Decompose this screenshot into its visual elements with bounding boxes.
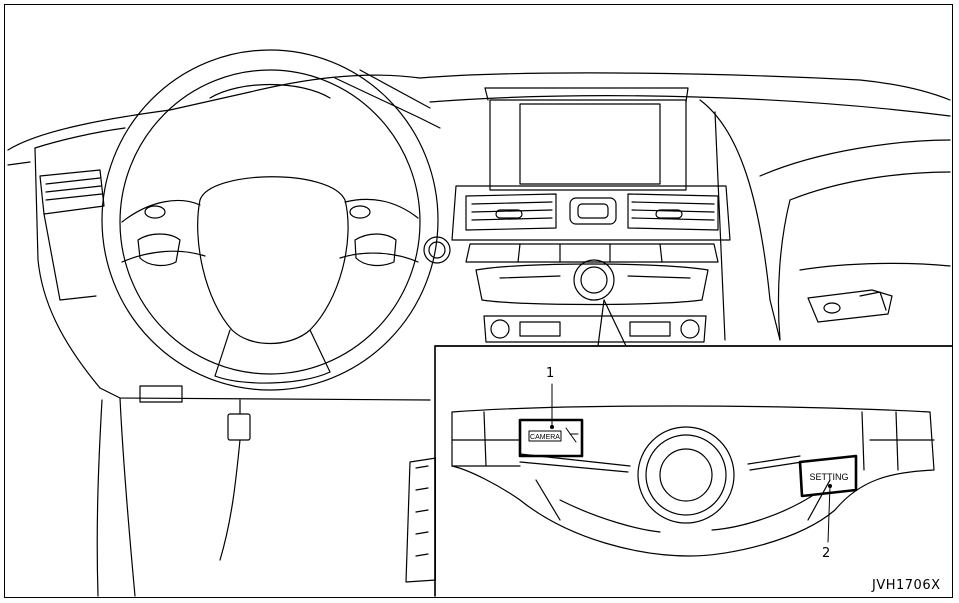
camera-button: CAMERA — [518, 418, 584, 458]
zoom-pointer — [597, 299, 627, 347]
figure-code: JVH1706X — [872, 578, 941, 593]
callout-number-2: 2 — [822, 546, 831, 561]
camera-button-label: CAMERA — [530, 434, 560, 441]
center-display — [484, 87, 689, 191]
center-stack — [451, 185, 731, 343]
callout-2-leader — [827, 485, 831, 543]
diagram-frame — [4, 4, 953, 598]
steering-wheel — [101, 49, 441, 391]
lower-dash — [139, 385, 437, 583]
inset-panel: CAMERA SETTING — [434, 345, 953, 597]
setting-button: SETTING — [798, 454, 858, 498]
setting-button-label: SETTING — [809, 472, 848, 482]
dashboard-outline — [7, 72, 951, 597]
start-button — [423, 236, 451, 264]
callout-number-1: 1 — [546, 366, 555, 381]
callout-2-dot — [828, 484, 832, 488]
callout-1-dot — [550, 425, 554, 429]
